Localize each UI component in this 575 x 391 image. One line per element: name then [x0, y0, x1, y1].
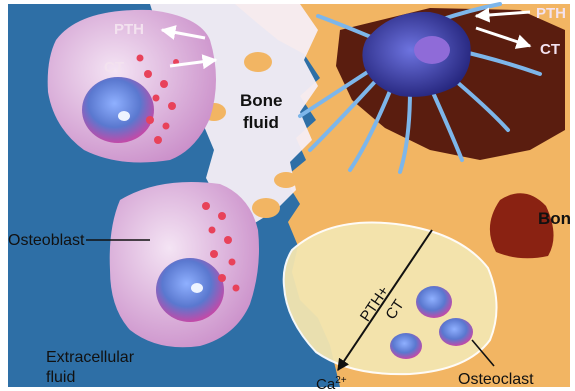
ct-label-left: CT: [104, 59, 124, 76]
bone-label: Bon: [538, 209, 571, 228]
nucleus-highlight: [191, 283, 203, 293]
osteoclast-nucleus: [416, 286, 452, 318]
osteoblast-label: Osteoblast: [8, 232, 85, 249]
osteoblast-top-nucleus: [82, 77, 154, 143]
bone-fluid-granule: [244, 52, 272, 72]
osteocyte-nucleus: [414, 36, 450, 64]
pth-label-left: PTH: [114, 21, 144, 38]
extracellular-fluid-label: Extracellular: [46, 349, 135, 366]
bone-fluid-granule: [252, 198, 280, 218]
osteoblast-bottom-nucleus: [156, 258, 224, 322]
osteoclast-nucleus: [390, 333, 422, 359]
osteoclast-nucleus: [439, 318, 473, 346]
bone-fluid-granule: [274, 172, 298, 188]
pth-label-right: PTH: [536, 5, 566, 22]
bone-fluid-label: Bone: [240, 91, 283, 110]
bone-fluid-label-line2: fluid: [243, 113, 279, 132]
nucleus-highlight: [118, 111, 130, 121]
extracellular-fluid-label-line2: fluid: [46, 369, 75, 386]
osteoclast-label: Osteoclast: [458, 371, 534, 388]
ct-label-right: CT: [540, 41, 560, 58]
